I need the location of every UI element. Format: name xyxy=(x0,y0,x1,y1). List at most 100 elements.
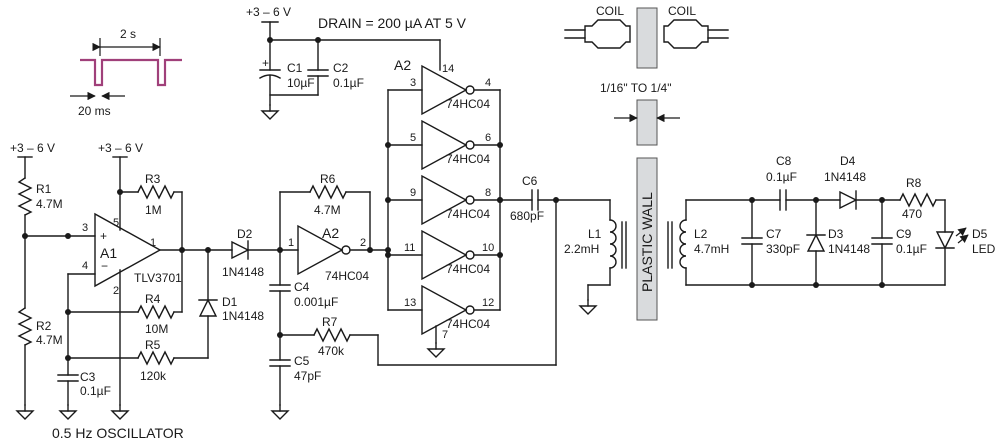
r1-ref: R1 xyxy=(36,182,52,196)
svg-text:+: + xyxy=(100,229,107,243)
c3-ref: C3 xyxy=(80,370,96,384)
svg-text:9: 9 xyxy=(410,187,416,199)
r6-value: 4.7M xyxy=(314,203,341,217)
svg-text:3: 3 xyxy=(410,77,416,89)
svg-text:74HC04: 74HC04 xyxy=(446,317,490,331)
gate-5-inverter xyxy=(421,284,468,336)
svg-text:14: 14 xyxy=(442,63,454,75)
one-shot-stage: D2 1N4148 R6 4.7M A2 74HC04 1 2 C4 0.001… xyxy=(222,172,557,420)
svg-text:74HC04: 74HC04 xyxy=(446,262,490,276)
c8-value: 0.1µF xyxy=(766,170,797,184)
r1-supply-label: +3 – 6 V xyxy=(10,141,55,155)
oscillator-section: +3 – 6 V R1 4.7M R2 4.7M A1 + − TLV3701 … xyxy=(10,141,264,441)
d1-value: 1N4148 xyxy=(222,309,264,323)
svg-text:2: 2 xyxy=(113,285,119,297)
bank-ref: A2 xyxy=(394,57,411,73)
r3-ref: R3 xyxy=(145,172,161,186)
a1-supply-label: +3 – 6 V xyxy=(98,141,143,155)
c5-value: 47pF xyxy=(294,369,321,383)
c4-value: 0.001µF xyxy=(294,295,338,309)
c1-ref: C1 xyxy=(287,61,303,75)
left-coil-label: COIL xyxy=(596,4,624,18)
svg-text:74HC04: 74HC04 xyxy=(446,207,490,221)
svg-text:1: 1 xyxy=(150,237,156,249)
l2-value: 4.7mH xyxy=(694,242,729,256)
r8-ref: R8 xyxy=(906,176,922,190)
d1-ref: D1 xyxy=(222,295,238,309)
svg-text:5: 5 xyxy=(113,217,119,229)
svg-text:7: 7 xyxy=(442,329,448,341)
svg-text:−: − xyxy=(101,259,108,273)
gate-1-inverter xyxy=(421,64,468,116)
top-supply-label: +3 – 6 V xyxy=(246,5,291,19)
svg-text:6: 6 xyxy=(485,132,491,144)
r2-value: 4.7M xyxy=(36,333,63,347)
r3-resistor xyxy=(137,184,175,200)
transmitter-coil: C6 680pF L1 2.2mH xyxy=(510,174,627,366)
a1-part: TLV3701 xyxy=(134,271,182,285)
l2-inductor xyxy=(679,219,687,269)
left-coil-icon xyxy=(564,19,631,49)
c7-ref: C7 xyxy=(766,227,782,241)
r7-value: 470k xyxy=(318,344,345,358)
d4-diode xyxy=(839,190,858,210)
inverter-bank: A2 3 xyxy=(385,57,533,358)
pulse-label: 20 ms xyxy=(78,104,111,118)
c9-value: 0.1µF xyxy=(896,242,927,256)
svg-text:13: 13 xyxy=(404,297,416,309)
c7-value: 330pF xyxy=(766,242,800,256)
svg-text:5: 5 xyxy=(410,132,416,144)
a2-part: 74HC04 xyxy=(325,269,369,283)
c8-ref: C8 xyxy=(776,154,792,168)
c4-ref: C4 xyxy=(294,280,310,294)
r1-value: 4.7M xyxy=(36,197,63,211)
c2-ref: C2 xyxy=(333,61,349,75)
d1-diode xyxy=(198,298,218,317)
c5-ref: C5 xyxy=(294,354,310,368)
d5-value: LED xyxy=(972,242,996,256)
svg-text:1: 1 xyxy=(288,237,294,249)
svg-text:12: 12 xyxy=(482,297,494,309)
timing-waveform: 2 s 20 ms xyxy=(70,27,182,118)
svg-text:4: 4 xyxy=(82,260,88,272)
svg-text:10: 10 xyxy=(482,242,494,254)
svg-text:4: 4 xyxy=(485,77,491,89)
wall-label: PLASTIC WALL xyxy=(639,192,655,292)
r8-resistor xyxy=(899,192,937,208)
r5-resistor xyxy=(137,350,175,366)
d5-led xyxy=(935,231,955,250)
l2-ref: L2 xyxy=(694,227,708,241)
a1-ref: A1 xyxy=(100,245,117,261)
svg-text:8: 8 xyxy=(485,187,491,199)
d5-ref: D5 xyxy=(972,227,988,241)
a2-ref: A2 xyxy=(322,225,339,241)
svg-text:74HC04: 74HC04 xyxy=(446,97,490,111)
r2-resistor xyxy=(17,307,33,346)
svg-text:11: 11 xyxy=(404,242,415,254)
a1-comparator xyxy=(94,212,162,288)
a2-inverter xyxy=(297,224,344,276)
r5-ref: R5 xyxy=(145,338,161,352)
r1-resistor xyxy=(17,177,33,216)
wall-thickness-label: 1/16" TO 1/4" xyxy=(600,81,671,95)
c2-value: 0.1µF xyxy=(333,76,364,90)
r4-ref: R4 xyxy=(145,292,161,306)
right-coil-icon xyxy=(663,19,729,49)
d2-diode xyxy=(231,240,250,260)
d4-value: 1N4148 xyxy=(824,170,866,184)
r4-value: 10M xyxy=(145,322,168,336)
l1-value: 2.2mH xyxy=(564,242,599,256)
d3-ref: D3 xyxy=(828,227,844,241)
r6-ref: R6 xyxy=(320,172,336,186)
svg-text:2: 2 xyxy=(360,237,366,249)
gate-2-inverter xyxy=(421,119,468,171)
period-label: 2 s xyxy=(120,27,136,41)
r7-ref: R7 xyxy=(322,315,338,329)
svg-text:+: + xyxy=(262,56,269,70)
d3-value: 1N4148 xyxy=(828,242,870,256)
r3-value: 1M xyxy=(145,203,162,217)
oscillator-caption: 0.5 Hz OSCILLATOR xyxy=(52,425,184,441)
gate-3-inverter xyxy=(421,174,468,226)
d2-ref: D2 xyxy=(237,227,253,241)
supply-decoupling: +3 – 6 V DRAIN = 200 µA AT 5 V + C1 10µF… xyxy=(246,5,467,120)
